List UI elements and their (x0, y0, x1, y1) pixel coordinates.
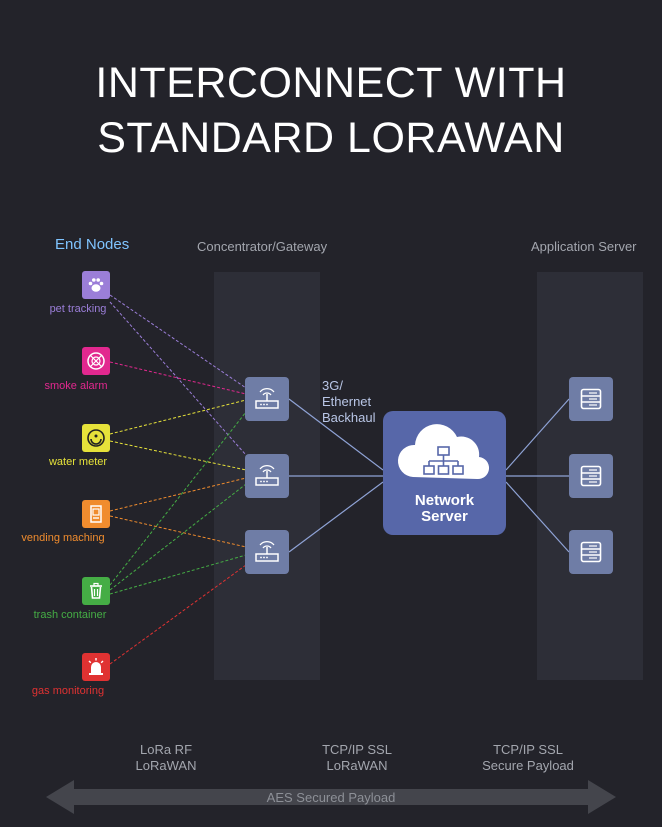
cloud-network-icon (397, 424, 490, 480)
server-icon (580, 541, 602, 563)
node-label-trash: trash container (33, 609, 107, 621)
smoke-alarm-node (82, 347, 110, 375)
trash-container-node (82, 577, 110, 605)
link-vending-gw3 (109, 515, 247, 548)
link-trash-gw2 (109, 483, 247, 591)
water-meter-node (82, 424, 110, 452)
paw-icon (88, 278, 104, 292)
link-water-gw1 (109, 399, 247, 435)
server-icon (580, 388, 602, 410)
app-server-1 (569, 377, 613, 421)
link-gas-gw3 (109, 564, 247, 665)
alarm-light-icon (88, 658, 104, 675)
footer-lora-line-1: LoRa RF (139, 742, 193, 757)
footer-lora: LoRa RF LoRaWAN (116, 742, 216, 774)
end-nodes-header: End Nodes (55, 236, 130, 253)
link-gw1-ns (288, 398, 384, 471)
node-label-water-meter: water meter (48, 456, 108, 468)
link-trash-gw3 (109, 554, 247, 595)
app-server-header: Application Server (531, 239, 637, 254)
footer-app: TCP/IP SSL Secure Payload (468, 742, 588, 774)
title-line-2: STANDARD LORAWAN (97, 114, 565, 162)
gateway-router-icon (255, 541, 279, 562)
node-label-vending: vending maching (21, 532, 105, 544)
backhaul-label: 3G/ Ethernet Backhaul (322, 378, 375, 426)
pet-tracking-node (82, 271, 110, 299)
gateway-router-icon (255, 465, 279, 486)
gateway-router-icon (255, 388, 279, 409)
network-server-line-2: Server (421, 508, 468, 525)
link-ns-srv1 (505, 398, 570, 471)
footer-gateway-ns-line-1: TCP/IP SSL (322, 742, 392, 757)
network-server-label: Network Server (383, 493, 506, 525)
network-server: Network Server (383, 411, 506, 535)
backhaul-line-3: Backhaul (322, 410, 376, 425)
gateway-1 (245, 377, 289, 421)
meter-icon (87, 429, 105, 447)
footer-app-line-2: Secure Payload (482, 758, 574, 773)
app-server-3 (569, 530, 613, 574)
gateway-3 (245, 530, 289, 574)
app-server-2 (569, 454, 613, 498)
node-label-smoke-alarm: smoke alarm (44, 380, 108, 392)
smoke-detector-icon (87, 352, 105, 370)
link-trash-gw1 (109, 411, 247, 586)
link-pet-gw2 (109, 301, 247, 456)
link-smoke-gw1 (109, 361, 247, 395)
gas-monitoring-node (82, 653, 110, 681)
vending-machine-node (82, 500, 110, 528)
link-vending-gw2 (109, 477, 247, 512)
footer-gateway-ns: TCP/IP SSL LoRaWAN (307, 742, 407, 774)
footer-lora-line-2: LoRaWAN (135, 758, 197, 773)
node-label-gas: gas monitoring (31, 685, 105, 697)
node-label-pet-tracking: pet tracking (49, 303, 107, 315)
network-server-line-1: Network (414, 492, 475, 509)
aes-label: AES Secured Payload (266, 790, 396, 805)
footer-gateway-ns-line-2: LoRaWAN (326, 758, 388, 773)
link-pet-gw1 (109, 294, 247, 389)
title-line-1: INTERCONNECT WITH (95, 59, 567, 107)
link-ns-srv3 (505, 481, 570, 553)
gateway-2 (245, 454, 289, 498)
page-title: INTERCONNECT WITH STANDARD LORAWAN (0, 56, 662, 166)
backhaul-line-1: 3G/ (322, 378, 343, 393)
server-icon (580, 465, 602, 487)
gateway-header: Concentrator/Gateway (197, 239, 328, 254)
link-water-gw2 (109, 440, 247, 471)
link-gw3-ns (288, 481, 384, 553)
footer-app-line-1: TCP/IP SSL (493, 742, 563, 757)
trash-icon (90, 582, 102, 599)
backhaul-line-2: Ethernet (322, 394, 372, 409)
vending-machine-icon (90, 505, 102, 523)
